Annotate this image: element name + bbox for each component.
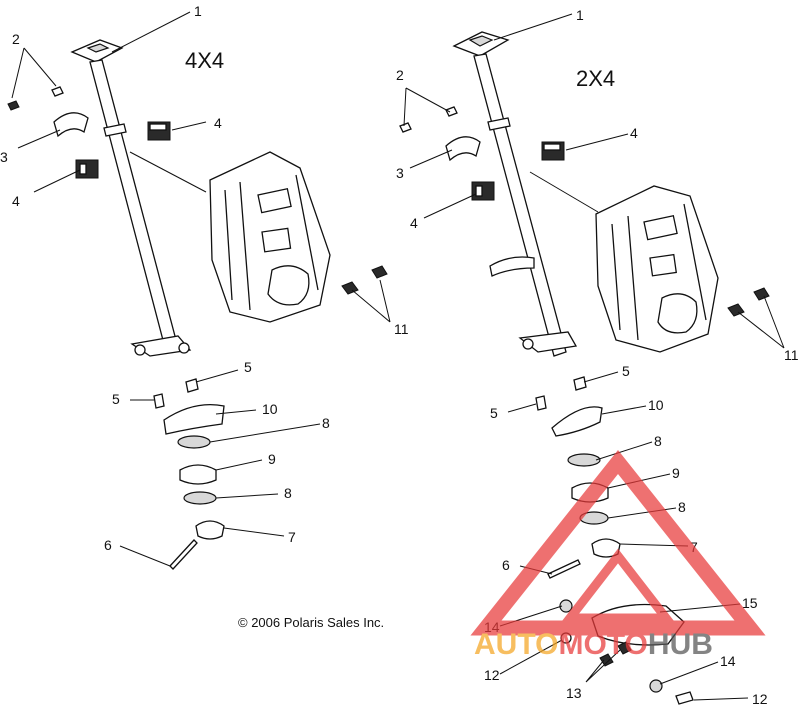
right-bushing-14a (559, 599, 573, 613)
right-callout-5a: 5 (622, 363, 630, 379)
right-callout-11: 11 (784, 347, 799, 363)
right-callout-5b: 5 (490, 405, 498, 421)
left-bolt-5a (185, 378, 199, 393)
left-callout-8b: 8 (284, 485, 292, 501)
right-callout-1: 1 (576, 7, 584, 23)
left-callout-11: 11 (394, 321, 409, 337)
watermark-text-auto: AUTO (474, 628, 558, 661)
right-bushing-4-lower (471, 181, 495, 201)
left-steering-post (70, 39, 192, 357)
right-nuts-11 (727, 287, 770, 317)
right-callout-12b: 12 (752, 691, 768, 707)
right-bolts-2 (399, 106, 458, 133)
right-clamp-3 (445, 136, 481, 162)
right-callout-4-lower: 4 (410, 215, 418, 231)
left-callout-6: 6 (104, 537, 112, 553)
right-callout-4-upper: 4 (630, 125, 638, 141)
left-spacer-9 (179, 464, 217, 485)
right-callout-8a: 8 (654, 433, 662, 449)
left-frame-bracket (209, 151, 331, 323)
right-callout-13: 13 (566, 685, 582, 701)
left-clamp-3 (53, 112, 89, 138)
right-callout-8b: 8 (678, 499, 686, 515)
left-callout-3: 3 (0, 149, 8, 165)
left-callout-7: 7 (288, 529, 296, 545)
right-bushing-4-upper (541, 141, 565, 161)
right-callout-9: 9 (672, 465, 680, 481)
right-plate-10 (551, 406, 603, 437)
right-bushing-14b (649, 679, 663, 693)
right-callout-12a: 12 (484, 667, 500, 683)
right-pin-6 (547, 559, 581, 579)
right-callout-14b: 14 (720, 653, 736, 669)
left-callout-5a: 5 (244, 359, 252, 375)
left-title: 4X4 (185, 48, 224, 73)
left-bushing-4-upper (147, 121, 171, 141)
left-bolt-5b (153, 393, 165, 409)
left-callout-1: 1 (194, 3, 202, 19)
left-nuts-11 (341, 265, 388, 295)
right-callout-15: 15 (742, 595, 758, 611)
left-bushing-4-lower (75, 159, 99, 179)
copyright-notice: © 2006 Polaris Sales Inc. (238, 615, 384, 630)
left-bearing-7 (195, 520, 225, 540)
right-steering-post (452, 31, 578, 357)
right-frame-bracket (595, 185, 719, 353)
left-plate-10 (163, 403, 225, 435)
watermark-logo: AUTOMOTOHUB (470, 449, 766, 661)
right-washer-8a (567, 453, 601, 467)
right-callout-2: 2 (396, 67, 404, 83)
left-pin-6 (169, 539, 198, 570)
watermark-text-moto: MOTO (558, 628, 647, 661)
left-callout-9: 9 (268, 451, 276, 467)
left-washer-8a (177, 435, 211, 449)
left-leader-lines (11, 11, 391, 567)
left-callout-4-lower: 4 (12, 193, 20, 209)
left-callout-2: 2 (12, 31, 20, 47)
left-callout-5b: 5 (112, 391, 120, 407)
right-leader-lines (403, 13, 785, 701)
right-callout-10: 10 (648, 397, 664, 413)
left-washer-8b (183, 491, 217, 505)
right-bolt-12b (675, 691, 694, 705)
right-title: 2X4 (576, 66, 615, 91)
watermark-text-hub: HUB (648, 628, 713, 661)
watermark-triangle-mark (470, 449, 766, 636)
watermark-text: AUTOMOTOHUB (474, 628, 713, 661)
right-callout-6: 6 (502, 557, 510, 573)
right-bolt-5b (535, 395, 547, 411)
right-nut-13 (599, 641, 632, 667)
right-callout-3: 3 (396, 165, 404, 181)
left-callout-10: 10 (262, 401, 278, 417)
left-callout-4-upper: 4 (214, 115, 222, 131)
left-bolts-2 (7, 86, 64, 111)
left-assembly-4x4: 4X4 (0, 3, 409, 570)
left-callout-8a: 8 (322, 415, 330, 431)
right-bolt-5a (573, 376, 587, 391)
